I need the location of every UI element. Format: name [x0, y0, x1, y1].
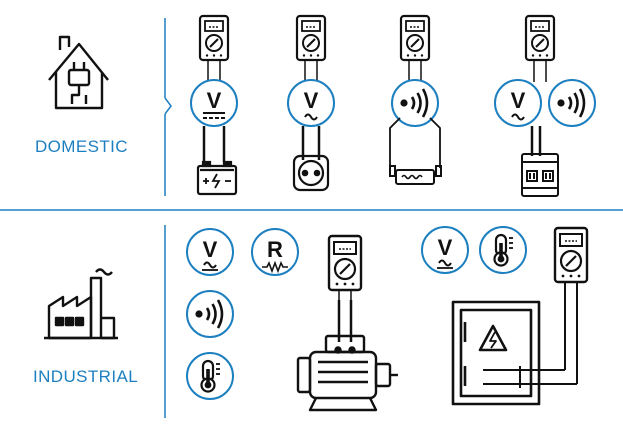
fluorescent-tube-icon	[389, 165, 442, 185]
svg-text:V: V	[511, 88, 526, 113]
continuity-badge	[186, 290, 234, 338]
house-plug-icon	[48, 35, 109, 110]
svg-text:V: V	[203, 237, 218, 262]
ac-voltage-badge: V	[287, 79, 335, 127]
continuity-badge	[548, 79, 596, 127]
multimeter-icon	[524, 14, 556, 62]
svg-text:R: R	[267, 237, 283, 262]
multimeter-icon	[553, 226, 589, 284]
circuit-breaker-icon	[521, 153, 559, 197]
wall-socket-icon	[292, 154, 330, 192]
electrical-panel-icon	[451, 300, 541, 406]
battery-icon	[196, 160, 238, 196]
industrial-label: INDUSTRIAL	[33, 367, 139, 386]
resistance-badge: R	[251, 228, 299, 276]
svg-text:V: V	[304, 88, 319, 113]
svg-text:V: V	[207, 88, 222, 113]
svg-text:V: V	[438, 235, 453, 260]
ac-voltage-badge: V	[186, 228, 234, 276]
domestic-label: DOMESTIC	[35, 137, 128, 156]
domestic-bracket-notch	[164, 97, 172, 115]
electric-motor-icon	[296, 334, 398, 412]
temperature-badge	[479, 226, 527, 274]
temperature-badge	[186, 352, 234, 400]
multimeter-icon	[399, 14, 431, 62]
ac-voltage-badge: V	[421, 226, 469, 274]
multimeter-icon	[198, 14, 230, 62]
multimeter-icon	[295, 14, 327, 62]
continuity-badge	[391, 79, 439, 127]
ac-voltage-badge: V	[494, 79, 542, 127]
factory-icon	[44, 268, 118, 340]
dc-voltage-badge: V	[190, 79, 238, 127]
multimeter-icon	[327, 234, 363, 292]
